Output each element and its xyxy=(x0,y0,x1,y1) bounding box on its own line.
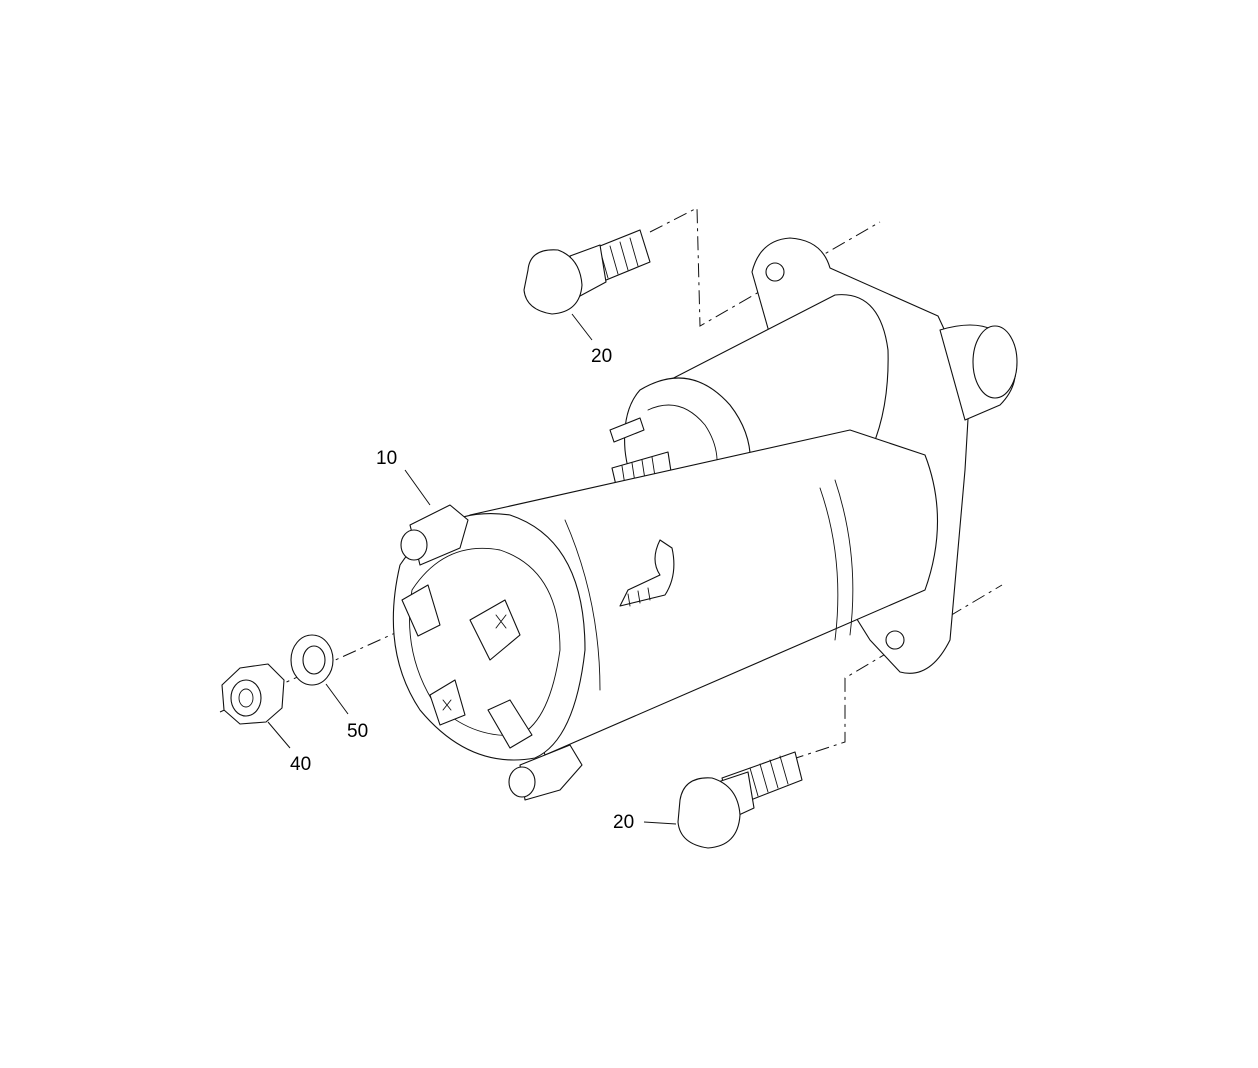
leader-bolt-top xyxy=(571,313,593,341)
bolt-top-threads xyxy=(599,237,639,279)
bolt-bottom-threads xyxy=(749,755,789,797)
leader-starter xyxy=(404,469,431,506)
callout-starter: 10 xyxy=(376,448,397,469)
yoke-band-1 xyxy=(819,487,839,641)
brush-clip-1 xyxy=(401,584,441,637)
leader-washer xyxy=(325,683,349,715)
stud-threads xyxy=(621,456,657,493)
callout-washer: 50 xyxy=(347,721,368,742)
callout-bolt-top: 20 xyxy=(591,346,612,367)
callout-nut: 40 xyxy=(290,754,311,775)
callout-bolt-bottom: 20 xyxy=(613,812,634,833)
pinion-end xyxy=(972,325,1018,399)
end-cap-inner xyxy=(409,547,561,736)
bolt-bottom xyxy=(677,751,803,849)
flange-hole-top xyxy=(765,262,785,282)
bolt-top xyxy=(523,229,651,315)
lock-washer xyxy=(290,634,334,686)
flange-hole-bottom xyxy=(885,630,905,650)
yoke-seam xyxy=(564,519,601,691)
brush-clip-2 xyxy=(429,679,466,726)
brush-clip-3 xyxy=(487,699,533,749)
screw-cross-1 xyxy=(495,614,507,629)
spade-terminal xyxy=(609,417,645,443)
screw-cross-2 xyxy=(442,699,452,711)
nut-bore xyxy=(238,688,254,708)
leader-nut xyxy=(267,721,291,749)
bolt-bottom-head xyxy=(677,777,741,849)
callout-labels: 10 20 20 40 50 xyxy=(290,346,634,833)
bottom-bolt-path xyxy=(789,584,1003,761)
field-wire xyxy=(619,539,675,607)
through-bolt-head-bottom xyxy=(508,766,536,798)
bolt-top-head xyxy=(523,249,583,315)
leader-lines xyxy=(267,313,677,825)
nut-face xyxy=(230,679,262,717)
washer-inner xyxy=(302,645,326,675)
wire-sleeve xyxy=(627,587,651,607)
hex-nut xyxy=(221,663,285,725)
through-bolt-head-top xyxy=(400,529,428,561)
starter-motor xyxy=(392,237,1018,801)
yoke-band-2 xyxy=(834,479,854,636)
brush-plate-screw xyxy=(469,599,521,661)
leader-bolt-bottom xyxy=(643,821,677,825)
motor-yoke xyxy=(469,429,939,756)
